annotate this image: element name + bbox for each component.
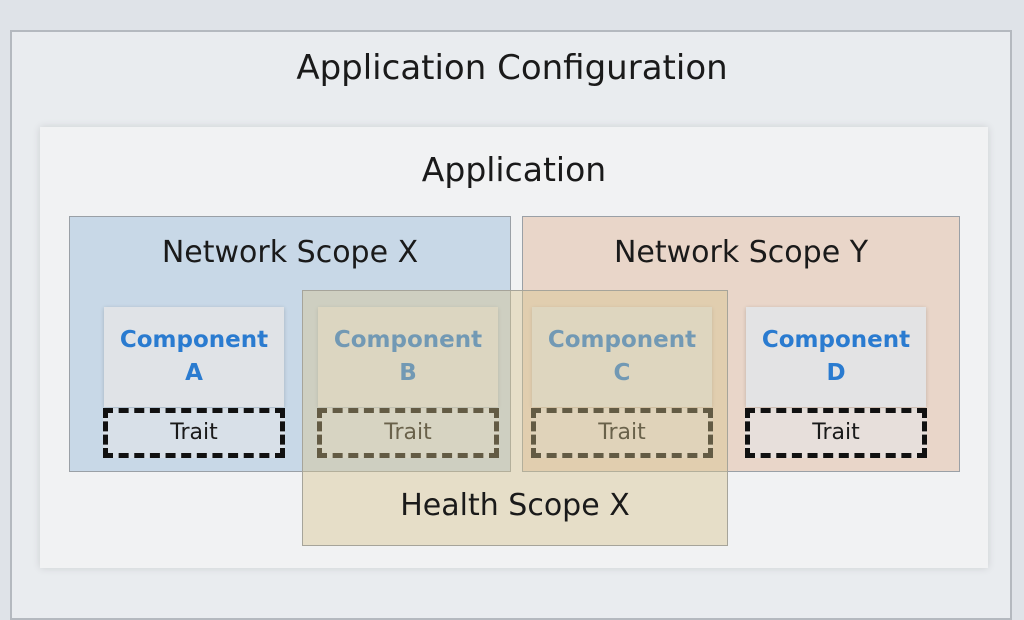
health-scope-x-label: Health Scope X xyxy=(400,488,630,523)
trait-a: Trait xyxy=(103,408,285,458)
trait-d: Trait xyxy=(745,408,927,458)
component-b-label: Component xyxy=(333,327,483,353)
application-title: Application xyxy=(421,150,607,189)
component-d-letter: D xyxy=(826,360,846,386)
health-scope-x-region xyxy=(302,290,728,546)
component-a-letter: A xyxy=(185,360,203,386)
component-b: Component B xyxy=(318,307,498,407)
component-c-letter: C xyxy=(613,360,631,386)
component-a-label: Component xyxy=(119,327,269,353)
component-d: Component D xyxy=(746,307,926,407)
component-b-letter: B xyxy=(399,360,417,386)
network-scope-x-label: Network Scope X xyxy=(161,235,419,270)
trait-b: Trait xyxy=(317,408,499,458)
application-configuration-title: Application Configuration xyxy=(296,48,728,88)
network-scope-y-label: Network Scope Y xyxy=(613,235,869,270)
component-c-label: Component xyxy=(547,327,697,353)
component-d-label: Component xyxy=(761,327,911,353)
trait-c: Trait xyxy=(531,408,713,458)
component-a: Component A xyxy=(104,307,284,407)
component-c: Component C xyxy=(532,307,712,407)
